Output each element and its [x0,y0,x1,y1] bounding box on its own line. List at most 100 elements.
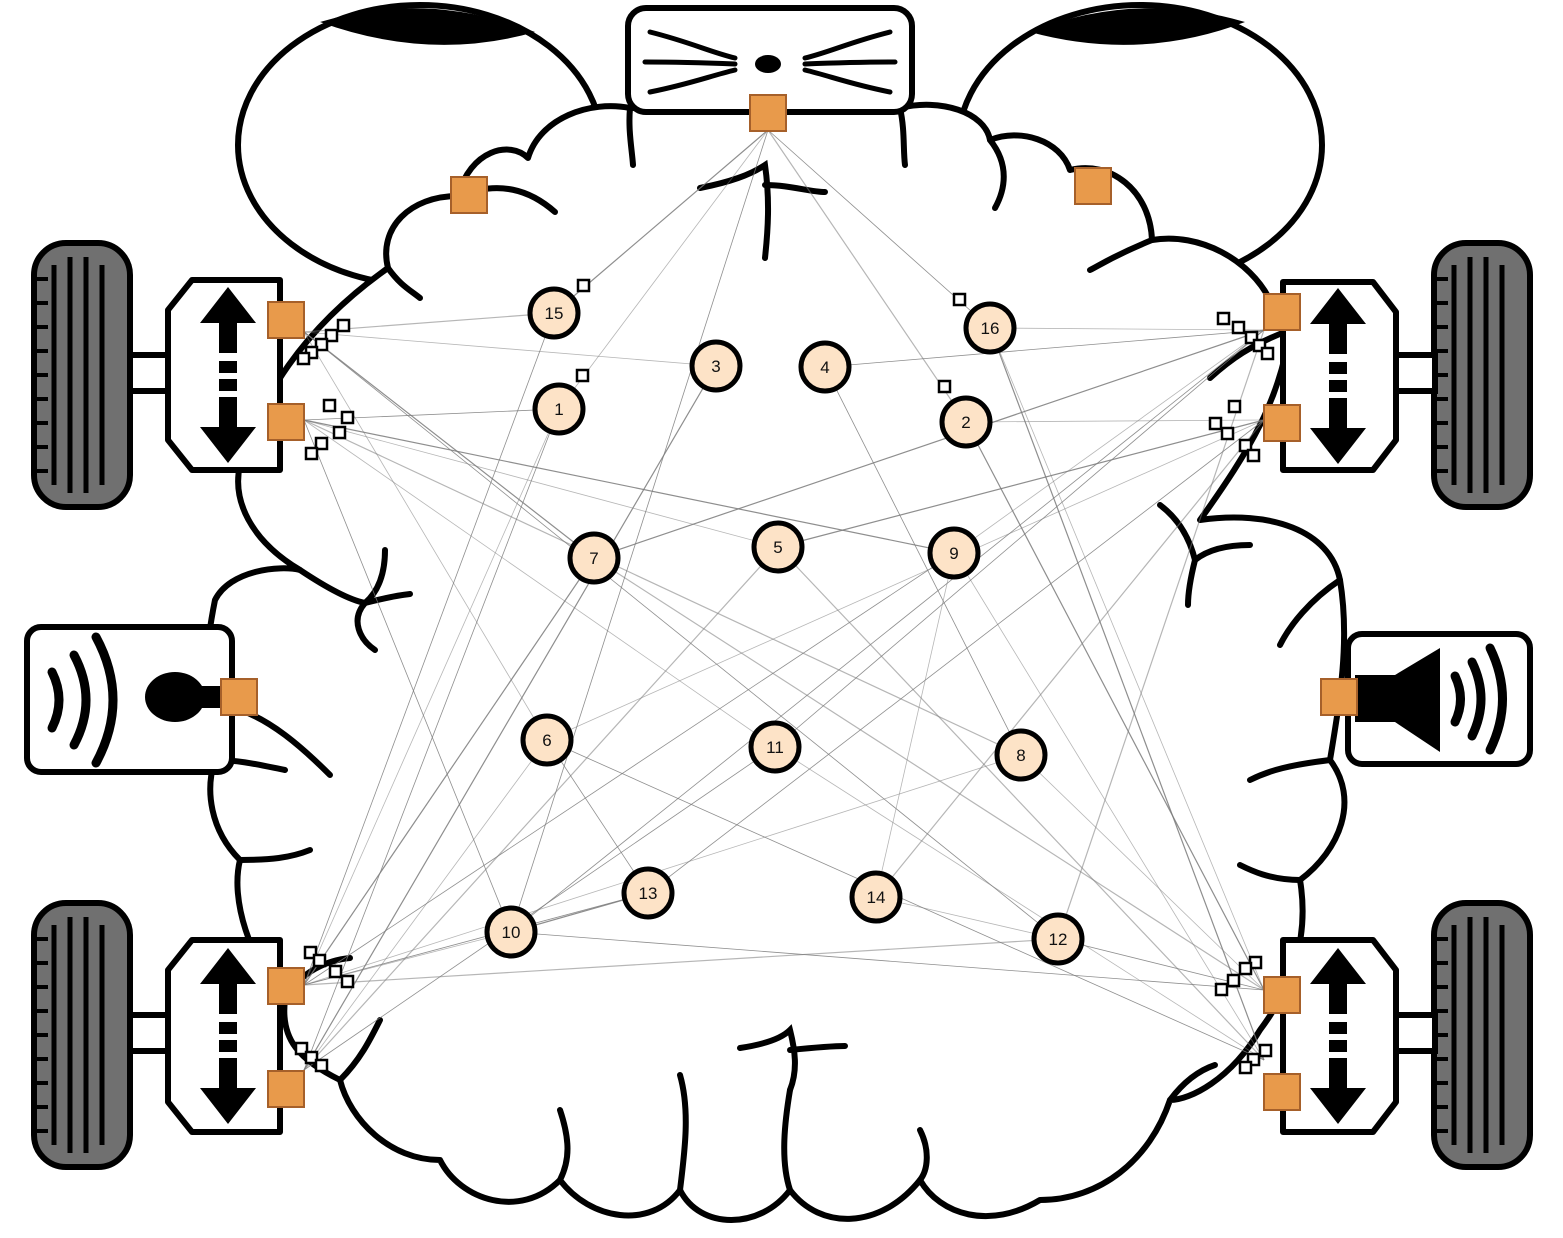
neuron-7: 7 [567,531,621,585]
nose-icon [625,5,915,115]
connection-line [546,739,1265,1061]
neuron-3: 3 [689,339,743,393]
connection-line [875,552,955,898]
motor-back-right [1280,937,1399,1135]
svg-text:13: 13 [639,884,658,903]
motor-back-left [165,937,283,1135]
connection-line [953,552,1265,1061]
svg-text:11: 11 [766,738,784,757]
neuron-13: 13 [621,866,675,920]
wheel-icon [1434,903,1530,1167]
neuron-16: 16 [963,301,1017,355]
synapse-markers [294,278,1275,1075]
motor-back-left-backward-port [267,1070,305,1108]
neuron-2: 2 [939,395,993,449]
connection-line [303,557,595,986]
connection-line [303,331,595,559]
connection-line [303,331,1059,940]
neuron-1: 1 [532,382,586,436]
motor-back-left-forward-port [267,967,305,1005]
connection-line [824,366,1022,756]
connection-line [303,746,776,1071]
neuron-14: 14 [849,870,903,924]
connection-line [303,739,548,1071]
motor-front-left [165,277,283,473]
nose-sensor-port [749,94,787,132]
neuron-4: 4 [798,340,852,394]
connection-line [558,129,769,410]
wheel-icon [34,243,130,507]
connection-line [965,421,1265,991]
connection-line [593,557,1265,991]
connection-line [303,419,779,548]
neuron-9: 9 [927,526,981,580]
motor-back-right-backward-port [1263,1073,1301,1111]
svg-text:15: 15 [545,304,564,323]
connection-line [303,331,717,367]
connection-line [303,938,1059,986]
microphone-port [220,678,258,716]
svg-text:10: 10 [502,923,521,942]
connection-line [767,129,967,423]
connection-line [303,419,1022,756]
connection-line [546,739,649,894]
connection-line [777,419,1265,548]
connection-line [989,327,1265,991]
connection-line [774,329,1265,748]
svg-text:1: 1 [554,400,563,419]
connection-line [989,327,1265,331]
connection-line [303,892,649,986]
neuron-15: 15 [527,286,581,340]
left-eye-sensor-port [450,176,488,214]
connection-line [303,419,512,933]
connection-line [647,419,1265,894]
neuron-10: 10 [484,905,538,959]
svg-text:14: 14 [867,888,886,907]
connection-line [510,329,1265,933]
connection-line [510,931,1265,991]
svg-text:9: 9 [949,544,958,563]
svg-text:2: 2 [961,413,970,432]
brain-folds [212,105,1343,1193]
svg-text:12: 12 [1049,930,1068,949]
motor-front-right-forward-port [1263,293,1301,331]
motor-front-right [1280,279,1399,473]
wheel-icon [1434,243,1530,507]
connection-line [303,552,955,986]
connection-line [303,419,776,748]
svg-text:6: 6 [542,731,551,750]
connection-line [303,408,560,1071]
connection-line [774,746,1265,1061]
connection-line [824,329,1265,368]
connection-line [303,408,560,986]
speaker-icon [1345,631,1533,767]
motor-front-left-backward-port [267,403,305,441]
connection-line [303,419,955,554]
neuron-6: 6 [520,713,574,767]
connection-line [303,331,548,741]
motor-back-right-forward-port [1263,976,1301,1014]
svg-text:8: 8 [1016,746,1025,765]
motor-front-left-forward-port [267,301,305,339]
neuron-12: 12 [1031,912,1085,966]
svg-text:5: 5 [773,538,782,557]
connection-line [303,546,779,1071]
connection-line [303,365,717,1071]
svg-text:16: 16 [981,319,1000,338]
wheel-icon [34,903,130,1167]
connection-line [875,896,1059,940]
connection-line [953,329,1265,554]
microphone-icon [24,624,235,775]
io-ports [220,94,1358,1111]
neuron-8: 8 [994,728,1048,782]
neuron-5: 5 [751,520,805,574]
svg-text:3: 3 [711,357,720,376]
neuron-11: 11 [748,720,802,774]
connection-line [989,327,1265,1061]
connection-line [510,129,769,933]
right-eye-sensor-port [1074,167,1112,205]
connection-line [875,419,1265,898]
svg-text:7: 7 [589,549,598,568]
